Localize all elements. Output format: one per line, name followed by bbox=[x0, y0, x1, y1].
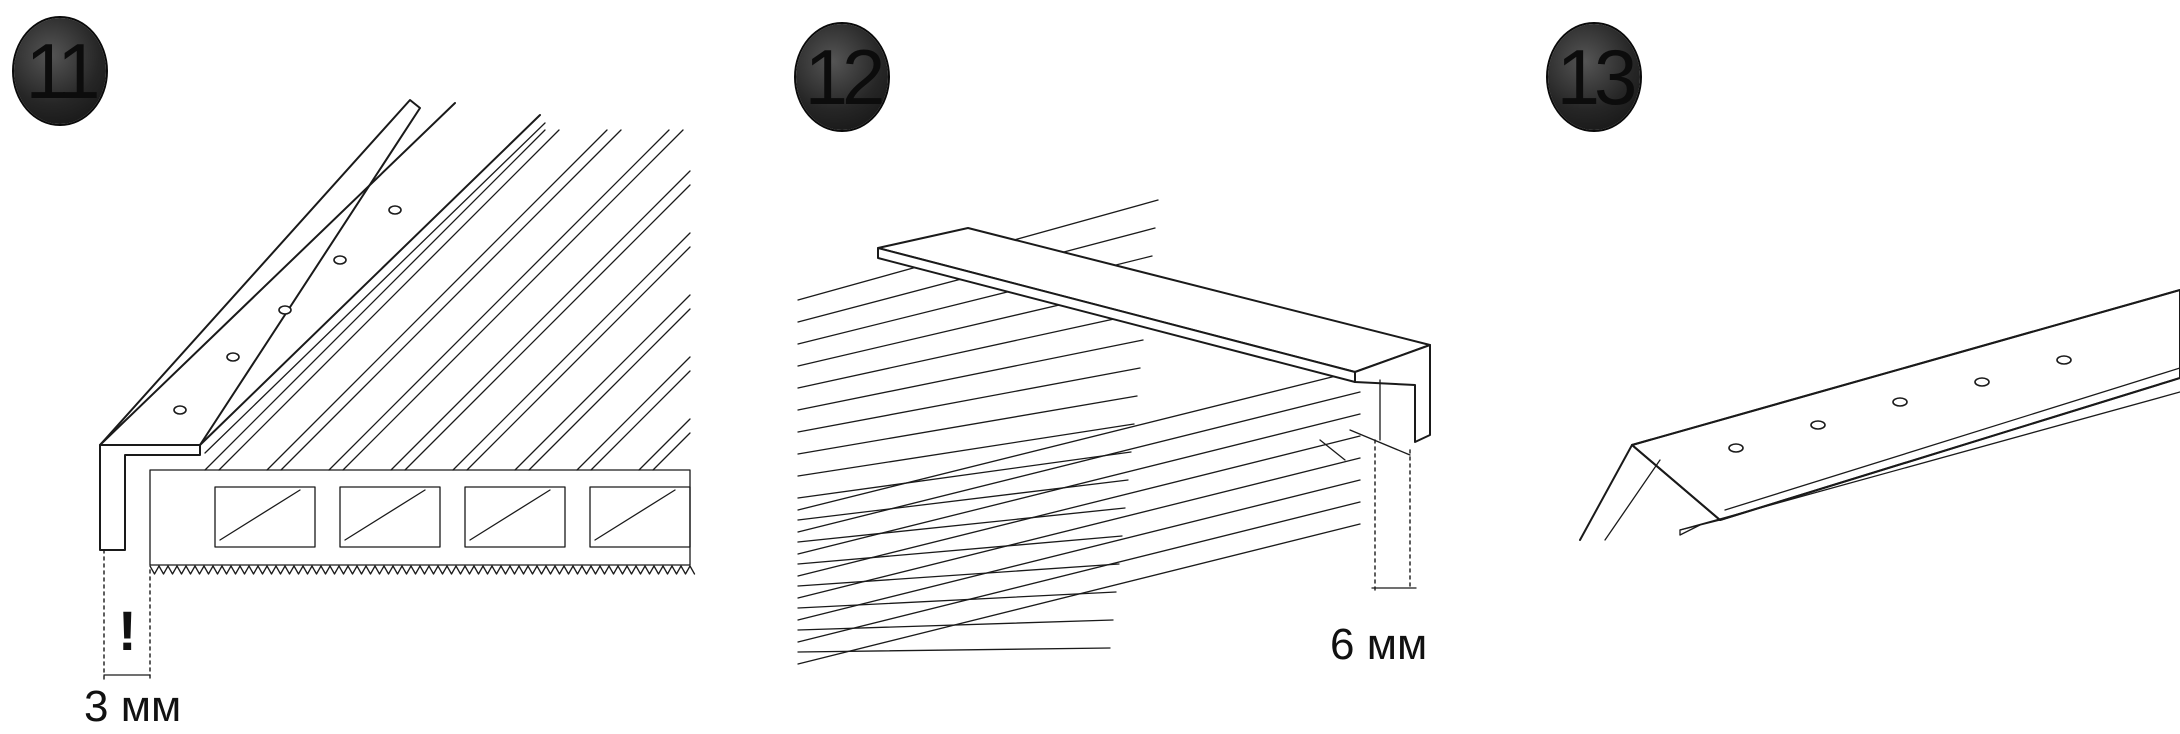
step-badge-13: 13 bbox=[1548, 24, 1640, 130]
step-number-12: 12 bbox=[804, 33, 886, 121]
step-panel-12: 12 6 мм bbox=[760, 0, 1480, 734]
edge-profile-install-drawing bbox=[99, 99, 696, 681]
step-panel-11: 11 ! 3 мм bbox=[0, 0, 720, 734]
dimension-label-6mm: 6 мм bbox=[1330, 620, 1428, 669]
step-badge-11: 11 bbox=[14, 18, 106, 124]
dimension-label-3mm: 3 мм bbox=[84, 682, 182, 731]
end-cap-board-drawing bbox=[797, 199, 1431, 665]
step-panel-13: 13 bbox=[1520, 0, 2180, 734]
step-badge-12: 12 bbox=[796, 24, 888, 130]
warning-mark: ! bbox=[118, 599, 137, 662]
step-number-13: 13 bbox=[1556, 33, 1638, 121]
trim-strip-drawing bbox=[1579, 289, 2180, 541]
step-number-11: 11 bbox=[25, 27, 101, 115]
